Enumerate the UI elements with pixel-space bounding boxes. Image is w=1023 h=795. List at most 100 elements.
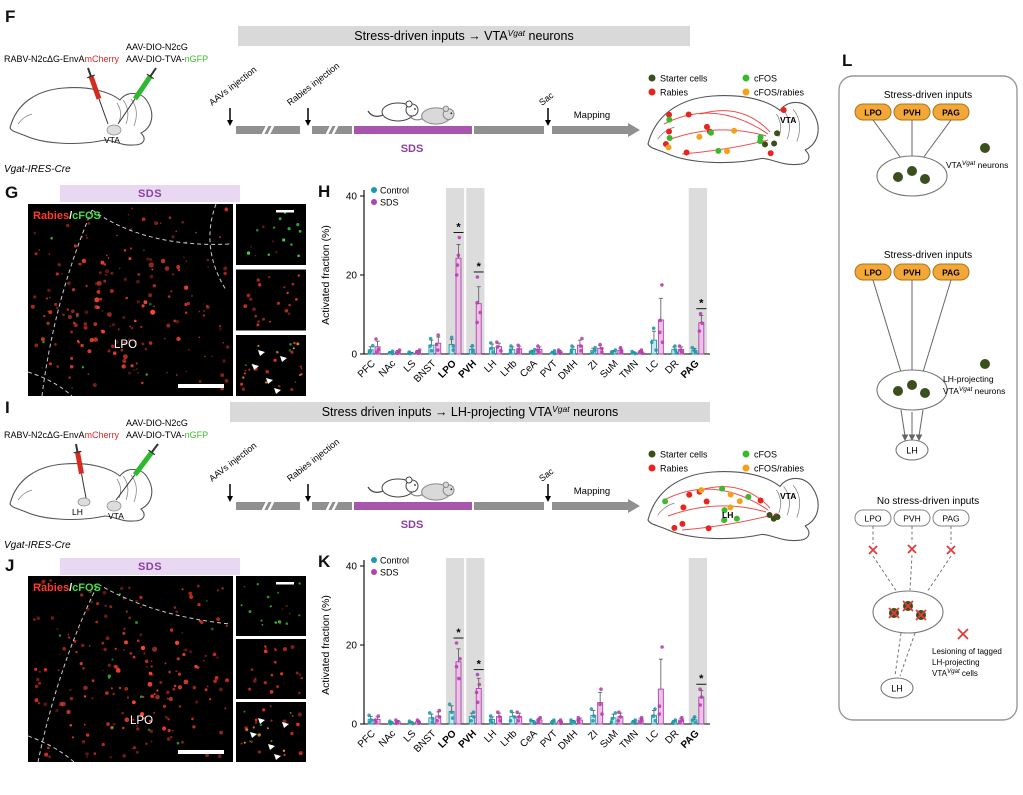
data-point	[673, 718, 678, 722]
data-point	[698, 311, 703, 316]
data-point	[569, 721, 573, 725]
data-point	[660, 340, 665, 344]
L-s2-nodes: LPO PVH PAG	[854, 263, 970, 281]
panel-L-border	[838, 75, 1018, 721]
y-tick-label: 40	[346, 562, 358, 573]
data-point	[471, 710, 476, 714]
data-point	[435, 719, 439, 723]
timeline-mapping-label: Mapping	[574, 110, 610, 121]
significance-star: *	[456, 627, 461, 639]
data-point	[699, 695, 704, 699]
L-s2-neurons	[893, 380, 930, 398]
data-point	[658, 318, 662, 323]
timeline-sds-label: SDS	[401, 143, 424, 155]
legend-label: Control	[380, 556, 409, 566]
data-point	[529, 718, 533, 722]
data-point	[508, 719, 513, 723]
data-point	[474, 690, 479, 695]
legend-dot-starter	[648, 74, 656, 82]
data-point	[517, 715, 521, 719]
category-label: SuM	[598, 728, 620, 750]
L-s2-output-arrows	[900, 409, 924, 442]
category-label: LC	[644, 728, 661, 745]
data-point	[430, 720, 435, 724]
bar	[698, 696, 705, 725]
map-vta-label: VTA	[780, 491, 796, 501]
data-point	[477, 682, 482, 687]
data-point	[488, 714, 493, 718]
inset-3	[236, 702, 306, 762]
sds-condition-header-G: SDS	[60, 185, 240, 202]
bar	[657, 319, 664, 355]
timeline-rabies-label: Rabies injection	[285, 437, 341, 484]
data-point	[434, 342, 439, 347]
data-point	[673, 344, 677, 348]
data-point	[633, 718, 637, 722]
data-point	[455, 263, 460, 267]
category-label: CeA	[518, 358, 540, 380]
data-point	[390, 349, 395, 353]
L-s1-nodes: LPO PVH PAG	[854, 103, 970, 121]
scale-bar	[178, 750, 224, 754]
panel-I-title: Stress driven inputs → LH-projecting VTA…	[322, 404, 619, 419]
category-label: PAG	[679, 728, 702, 751]
category-label: ZI	[586, 728, 600, 742]
data-point	[375, 350, 379, 354]
data-point	[590, 351, 595, 355]
panel-label-J: J	[5, 556, 15, 575]
significance-star: *	[699, 673, 704, 685]
panel-F-graphics	[9, 67, 819, 166]
data-point	[451, 344, 456, 348]
bar	[475, 303, 482, 355]
panel-label-L: L	[842, 51, 853, 70]
svg-text:PAG: PAG	[942, 268, 960, 278]
data-point	[570, 344, 574, 348]
cell-arrowheads	[250, 718, 289, 760]
scale-bar	[178, 384, 224, 388]
L-s1-neurons	[893, 166, 930, 184]
data-point	[576, 715, 581, 720]
legend-dot-rabies	[648, 464, 656, 472]
legend-rabies-label: Rabies	[660, 88, 689, 98]
data-point	[538, 715, 542, 720]
panel-F-title: Stress-driven inputs → VTAVgat neurons	[354, 28, 573, 43]
data-point	[660, 283, 664, 287]
category-label: ZI	[586, 358, 600, 372]
data-point	[516, 719, 521, 723]
panel-F-title-bar	[238, 26, 690, 46]
legend-dot	[371, 199, 377, 205]
data-point	[394, 718, 398, 722]
category-label: NAc	[377, 728, 398, 749]
L-s3-caption-line1: Lesioning of tagged	[932, 647, 1002, 656]
virus2-label-line1: AAV-DIO-N2cG	[126, 42, 188, 52]
data-point	[598, 342, 602, 347]
panel-J-microscopy: Rabies/cFOS LPO	[28, 576, 306, 762]
svg-text:PAG: PAG	[942, 514, 959, 524]
data-point	[388, 719, 392, 723]
lesion-x-marks	[868, 544, 969, 640]
data-point	[690, 718, 695, 722]
category-label: LPO	[436, 358, 458, 380]
vta-injection-label: VTA	[104, 135, 120, 145]
data-point	[495, 340, 499, 344]
data-point	[592, 714, 596, 718]
inset-2	[236, 269, 306, 331]
timeline-rabies-label: Rabies injection	[285, 61, 341, 108]
legend-label: SDS	[380, 198, 399, 208]
cell-arrowheads	[252, 350, 287, 394]
L-s3-lh-region	[880, 677, 914, 699]
data-point	[619, 348, 623, 353]
data-point	[411, 721, 415, 726]
data-point	[698, 687, 702, 691]
highlight-band	[688, 188, 707, 354]
panel-G-microscopy: Rabies/cFOS LPO	[28, 204, 306, 396]
data-point	[692, 349, 697, 353]
data-point	[456, 253, 461, 258]
data-point	[407, 719, 412, 723]
fluorescence-dots	[30, 207, 303, 391]
data-point	[499, 349, 503, 353]
data-point	[512, 715, 517, 719]
data-point	[569, 348, 574, 352]
